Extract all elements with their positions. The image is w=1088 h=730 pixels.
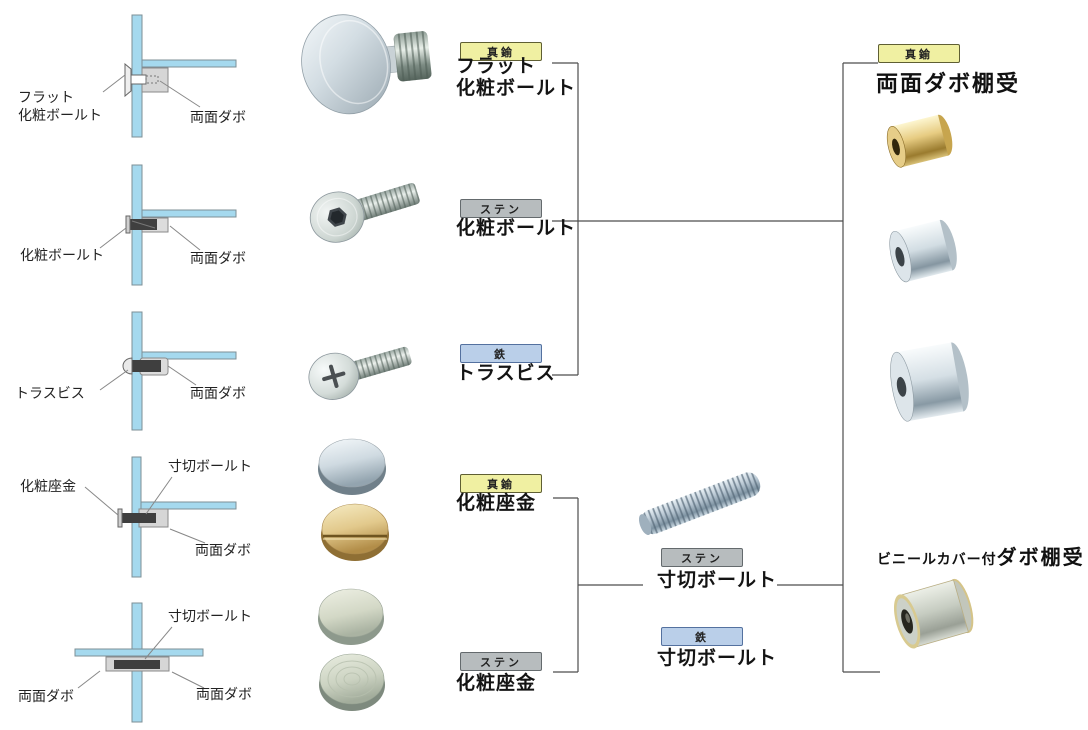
- chrome-dowel-large-photo: [890, 342, 969, 422]
- pointer-line: [145, 476, 173, 515]
- schematic-truss: トラスビス 両面ダボ: [15, 311, 246, 431]
- threaded-rod: [132, 360, 161, 372]
- flat-bolt-photo: [301, 14, 432, 115]
- threaded-rod-photo: [638, 472, 761, 536]
- shelf-panel: [141, 209, 237, 218]
- product-name-truss-screw: トラスビス: [456, 363, 556, 384]
- schematic-label-part: 化粧ボールト: [20, 247, 104, 263]
- pointer-line: [77, 670, 101, 689]
- shelf-panel: [141, 59, 237, 68]
- bracket-bottom-lines: [553, 497, 579, 673]
- product-name-line2: 化粧ボールト: [456, 78, 577, 99]
- product-name-flat-bolt: フラット 化粧ボールト: [456, 56, 576, 100]
- bolt-washer-head: [125, 215, 131, 234]
- vinyl-name-main: ダボ棚受: [996, 547, 1085, 569]
- truss-screw-head: [122, 357, 133, 375]
- product-name-line1: フラット: [456, 56, 537, 77]
- schematic-label-dowel: 両面ダボ: [195, 542, 251, 558]
- pointer-line: [99, 369, 129, 391]
- dowel-hole: [895, 246, 905, 267]
- schematic-bolt: 化粧ボールト 両面ダボ: [20, 164, 246, 286]
- pointer-line: [171, 671, 205, 689]
- shelf-panel: [140, 501, 237, 510]
- shelf-panel: [141, 351, 237, 360]
- pointer-line: [102, 74, 126, 93]
- decorative-washer: [117, 508, 123, 528]
- material-badge-brass: 真鍮: [878, 44, 960, 63]
- threaded-rod: [114, 660, 160, 669]
- product-name-washer-brass: 化粧座金: [456, 493, 537, 514]
- product-name-hex-bolt: 化粧ボールト: [456, 218, 577, 239]
- flat-bolt-head: [124, 62, 132, 98]
- pointer-line: [159, 80, 201, 108]
- dowel-hole: [896, 376, 907, 397]
- product-name-rod-iron: 寸切ボールト: [657, 648, 778, 669]
- material-badge-brass: 真鍮: [460, 474, 542, 493]
- schematic-label-part-line2: 化粧ボールト: [18, 107, 102, 123]
- truss-screw-photo: [308, 346, 412, 400]
- product-name-washer-stainless: 化粧座金: [456, 673, 537, 694]
- material-badge-brass: 真鍮: [460, 42, 542, 61]
- chrome-dowel-medium-photo: [889, 219, 957, 283]
- hex-bolt-photo: [309, 183, 420, 243]
- dowel-hole: [892, 138, 900, 156]
- schematic-flat-bolt: フラット 化粧ボールト 両面ダボ: [18, 14, 246, 138]
- vinyl-name-prefix: ビニールカバー付: [877, 551, 997, 567]
- material-badge-stainless: ステン: [460, 652, 542, 671]
- schematic-label-part-line1: フラット: [18, 89, 74, 105]
- material-badge-stainless: ステン: [460, 199, 542, 218]
- schematic-label-washer: 化粧座金: [20, 478, 76, 494]
- material-badge-iron: 鉄: [460, 344, 542, 363]
- pointer-line: [84, 486, 119, 516]
- pointer-line: [99, 227, 127, 249]
- product-name-dowel-shelf: 両面ダボ棚受: [876, 71, 1021, 96]
- cap-chrome-photo: [318, 438, 386, 495]
- phillips-cross: [322, 364, 346, 388]
- schematic-label-dowel: 両面ダボ: [190, 250, 246, 266]
- product-name-vinyl-dowel-shelf: ビニールカバー付 ダボ棚受: [877, 541, 1085, 570]
- pointer-line: [144, 626, 173, 660]
- schematic-cross: 寸切ボールト 両面ダボ 両面ダボ: [18, 602, 252, 723]
- vinyl-dowel-photo: [893, 578, 974, 649]
- schematic-label-dowel: 両面ダボ: [190, 385, 246, 401]
- pointer-line: [167, 365, 197, 386]
- cap-brass-slotted-photo: [321, 503, 389, 561]
- schematic-label-dowel: 両面ダボ: [190, 109, 246, 125]
- schematic-label-dowel-right: 両面ダボ: [196, 686, 252, 702]
- thread-glint: [131, 220, 156, 229]
- brass-dowel-photo: [886, 114, 953, 168]
- material-badge-stainless: ステン: [661, 548, 743, 567]
- product-name-rod-stainless: 寸切ボールト: [657, 570, 778, 591]
- schematic-washer-rod: 寸切ボールト 化粧座金 両面ダボ: [20, 456, 252, 578]
- bracket-top-lines: [552, 62, 579, 376]
- schematic-label-rod: 寸切ボールト: [168, 608, 252, 624]
- schematic-label-rod: 寸切ボールト: [168, 458, 252, 474]
- right-rail-lines: [842, 62, 880, 673]
- pointer-line: [169, 225, 201, 251]
- cap-brushed-photo: [319, 653, 385, 711]
- pointer-line: [169, 528, 206, 544]
- bolt-shaft: [130, 74, 147, 85]
- bolt-shaft-hidden: [145, 75, 159, 84]
- shelf-panel: [74, 648, 204, 657]
- schematic-label-part: トラスビス: [15, 385, 85, 401]
- brushed-rings: [327, 660, 377, 698]
- cap-pale-photo: [318, 588, 384, 645]
- dowel-block: [141, 67, 169, 93]
- schematic-label-dowel-left: 両面ダボ: [18, 688, 74, 704]
- material-badge-iron: 鉄: [661, 627, 743, 646]
- threaded-rod: [122, 513, 156, 523]
